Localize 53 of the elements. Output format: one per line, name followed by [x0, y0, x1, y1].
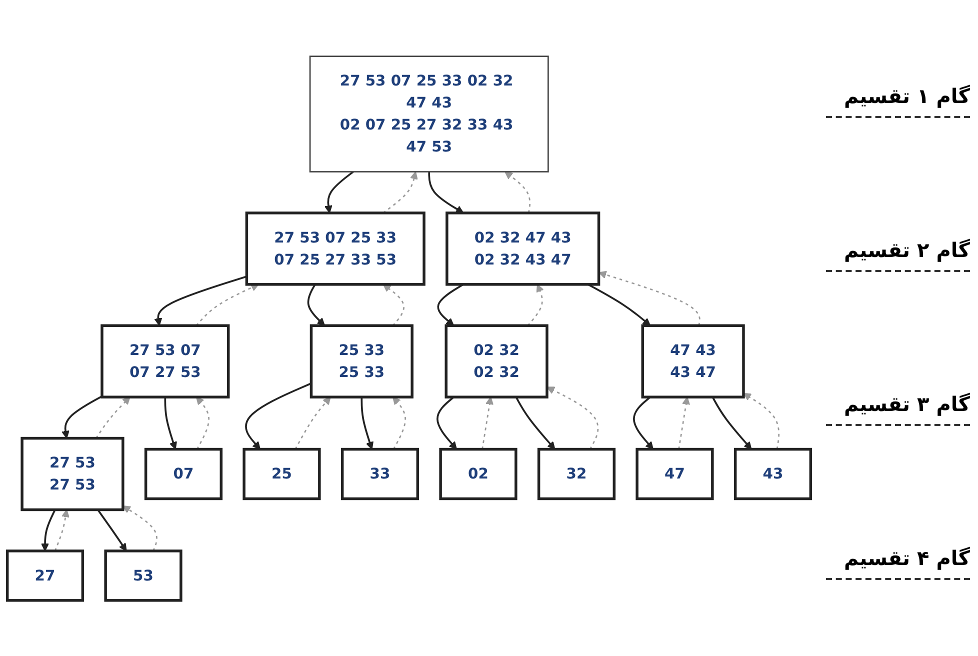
arrow	[294, 396, 331, 450]
node-box: 33	[340, 448, 420, 500]
arrow	[515, 396, 556, 450]
node-box: 27 53 07 25 33 02 32 47 43 02 07 25 27 32 33 43 47 53	[309, 55, 549, 172]
arrow	[588, 283, 651, 326]
arrow	[324, 170, 354, 213]
node-box: 27	[6, 549, 84, 602]
arrow	[437, 283, 464, 326]
arrow	[428, 171, 464, 213]
arrow	[54, 508, 70, 551]
node-box: 07	[144, 448, 223, 500]
arrow	[712, 396, 752, 450]
arrow	[527, 284, 544, 326]
step-label: گام ۴ تقسیم	[826, 538, 970, 580]
arrow	[62, 395, 102, 438]
arrow	[546, 386, 599, 450]
arrow	[382, 171, 418, 214]
arrow	[97, 508, 127, 551]
arrow	[196, 396, 210, 450]
step-label: گام ۳ تقسیم	[826, 384, 970, 426]
node-box: 43	[734, 448, 812, 500]
arrow	[678, 396, 690, 450]
node-box: 47 43 43 47	[641, 324, 745, 398]
node-box: 47	[636, 448, 714, 500]
arrow	[743, 392, 780, 450]
arrow	[196, 283, 259, 326]
arrow	[96, 396, 130, 438]
node-box: 02 32 02 32	[444, 324, 548, 398]
arrow	[164, 396, 178, 450]
node-box: 25 33 25 33	[310, 324, 414, 398]
arrow	[154, 275, 247, 326]
arrow	[360, 396, 374, 450]
node-box: 27 53 07 25 33 07 25 27 33 53	[245, 211, 426, 286]
arrow	[307, 284, 326, 326]
step-label: گام ۲ تقسیم	[826, 230, 970, 272]
step-label: گام ۱ تقسیم	[826, 76, 970, 118]
arrow	[504, 171, 531, 213]
arrow	[40, 508, 56, 551]
arrow	[245, 382, 312, 450]
node-box: 27 53 27 53	[20, 436, 124, 511]
node-box: 02 32 47 43 02 32 43 47	[446, 211, 600, 286]
arrow	[598, 270, 700, 326]
arrow	[633, 396, 654, 450]
node-box: 02	[439, 448, 518, 500]
node-box: 53	[104, 549, 182, 602]
node-box: 27 53 07 07 27 53	[100, 324, 230, 398]
arrow	[436, 396, 458, 450]
node-box: 32	[537, 448, 616, 500]
arrow	[382, 284, 405, 326]
arrow	[392, 396, 406, 450]
node-box: 25	[242, 448, 321, 500]
arrow	[122, 505, 158, 551]
arrow	[482, 396, 494, 450]
